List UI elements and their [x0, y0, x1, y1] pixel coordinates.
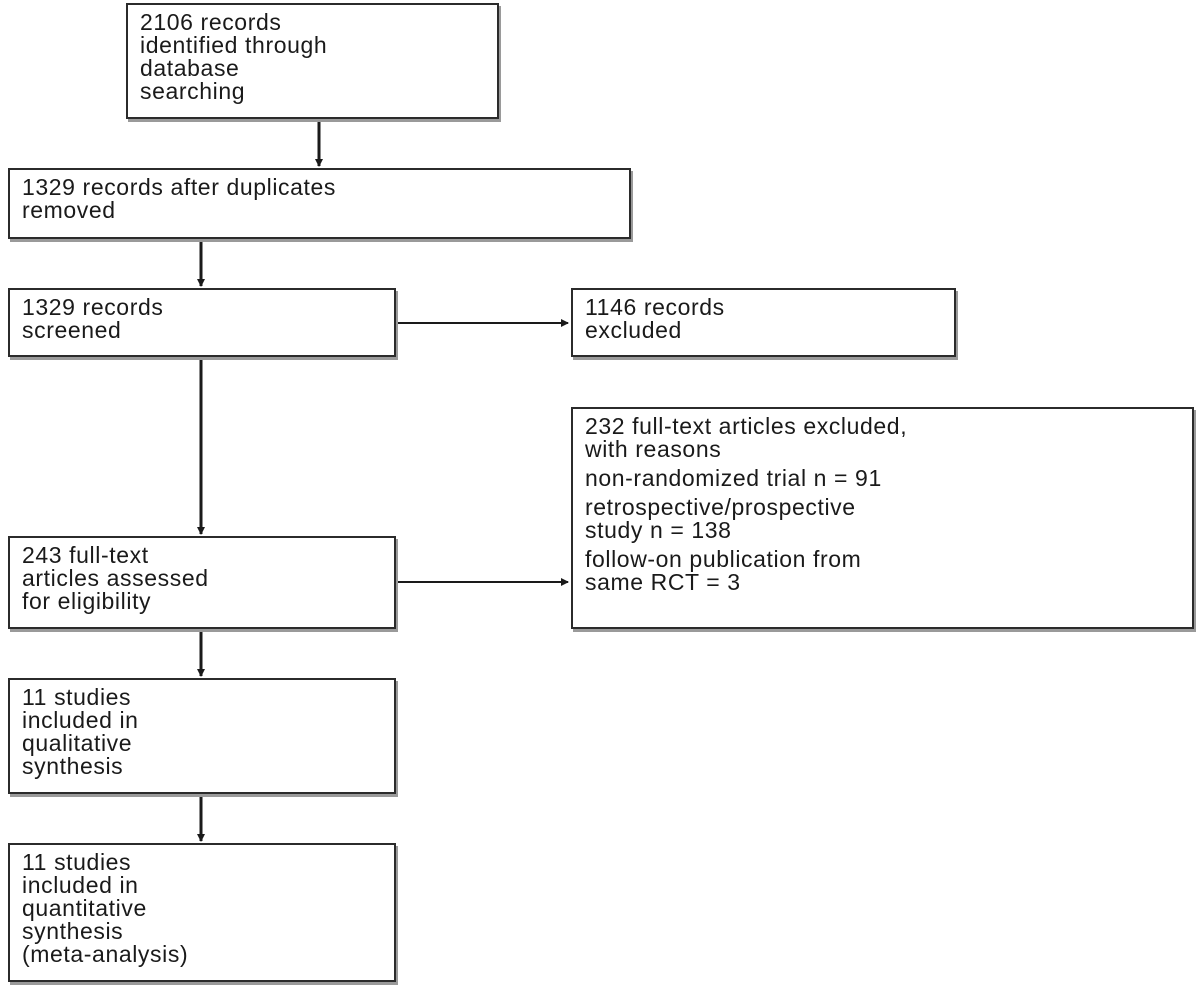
fulltext-assessed-box: 243 full-text articles assessed for elig… — [8, 536, 396, 629]
quantitative-synthesis-box: 11 studies included in quantitative synt… — [8, 843, 396, 982]
quantitative-synthesis-text: 11 studies included in quantitative synt… — [22, 849, 189, 967]
records-identified-box: 2106 records identified through database… — [126, 3, 499, 119]
records-identified-text: 2106 records identified through database… — [140, 9, 328, 104]
qualitative-synthesis-box: 11 studies included in qualitative synth… — [8, 678, 396, 794]
exclusion-reason: non-randomized trial n = 91 — [585, 465, 882, 491]
exclusion-reason: follow-on publication from same RCT = 3 — [585, 546, 862, 595]
qualitative-synthesis-text: 11 studies included in qualitative synth… — [22, 684, 139, 779]
records-screened-text: 1329 records screened — [22, 294, 164, 343]
fulltext-excluded-heading: 232 full-text articles excluded, with re… — [585, 413, 908, 462]
records-screened-box: 1329 records screened — [8, 288, 396, 357]
duplicates-removed-box: 1329 records after duplicates removed — [8, 168, 631, 239]
fulltext-excluded-box: 232 full-text articles excluded, with re… — [571, 407, 1194, 629]
records-excluded-text: 1146 records excluded — [585, 294, 725, 343]
records-excluded-box: 1146 records excluded — [571, 288, 956, 357]
duplicates-removed-text: 1329 records after duplicates removed — [22, 174, 337, 223]
exclusion-reason: retrospective/prospective study n = 138 — [585, 494, 856, 543]
fulltext-assessed-text: 243 full-text articles assessed for elig… — [22, 542, 209, 614]
